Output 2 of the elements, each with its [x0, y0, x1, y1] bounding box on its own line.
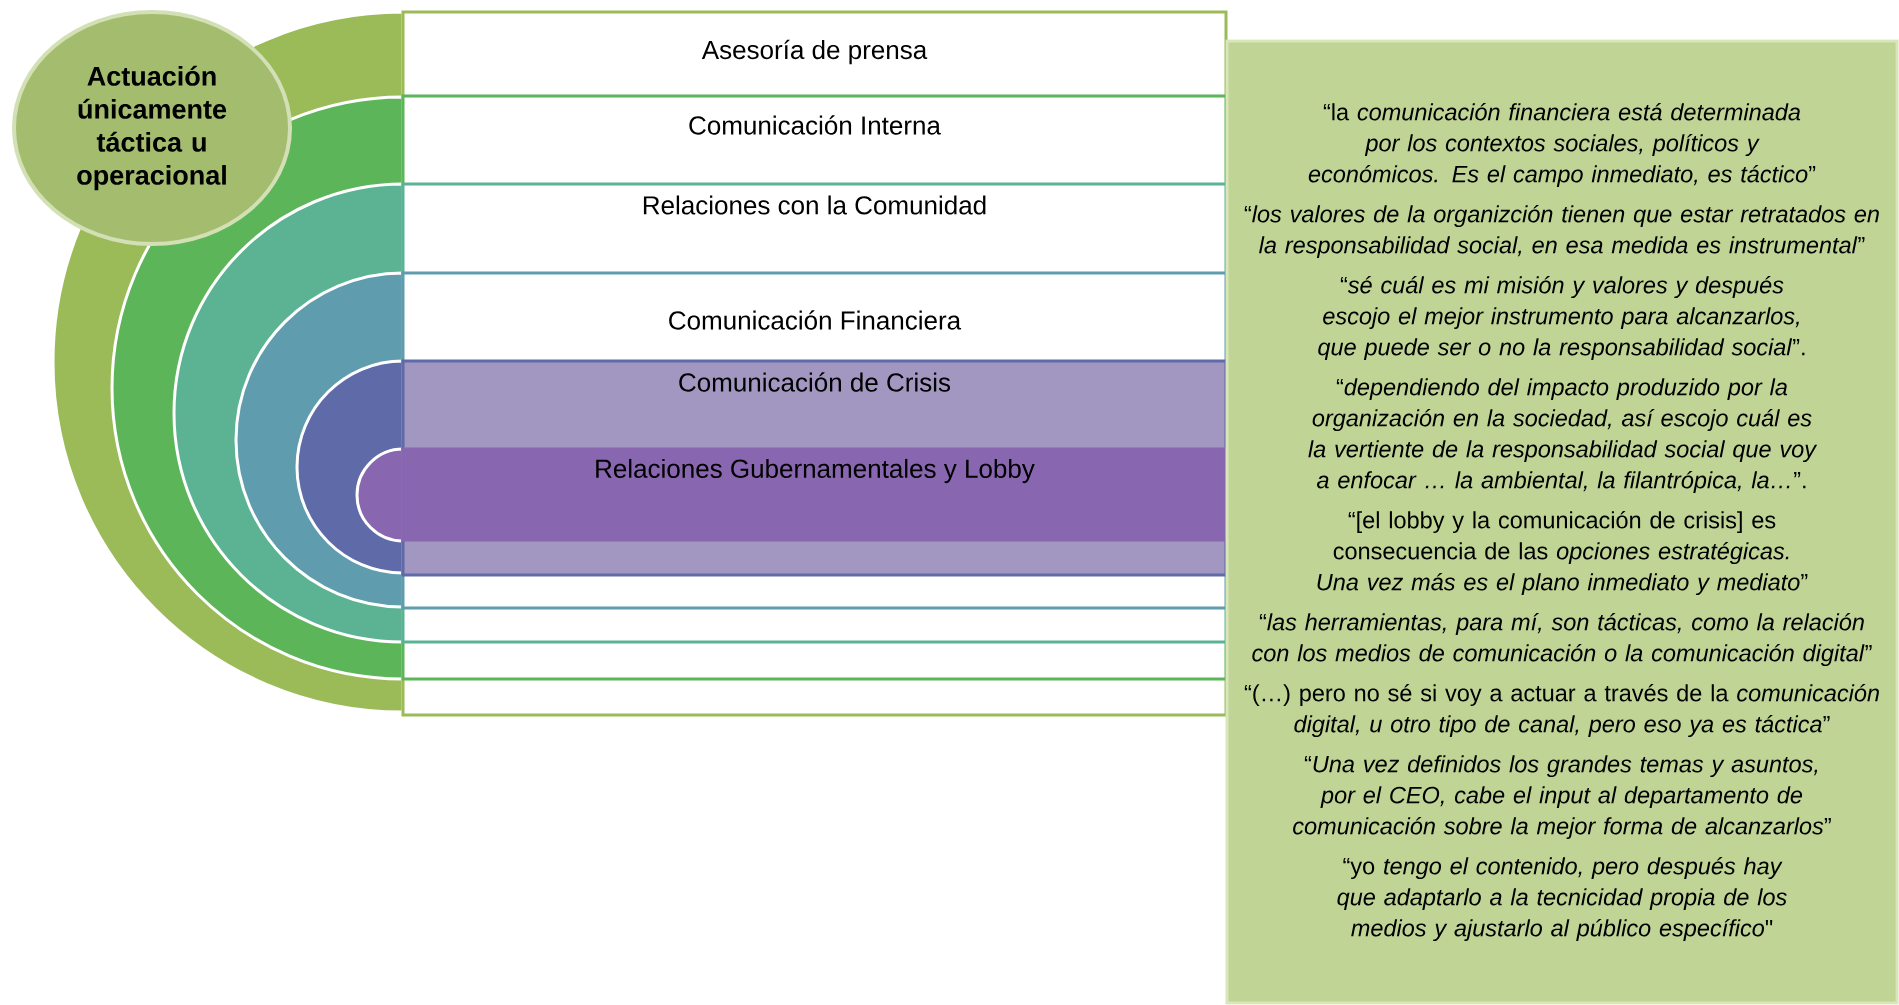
oval-badge: Actuación únicamente táctica u operacional	[12, 10, 292, 246]
quote-panel: “la comunicación financiera está determinada por los contextos sociales, políticos y económicos. Es el campo inmediato, es táctico” “los valores de la organizción tienen que estar retratados en la responsabilidad social, en esa medida es instrumental” “sé cuál es mi misión y valores y después escojo el mejor instrumento para alcanzarlos, que puede ser o no la responsabilidad social”. “dependiendo del impacto produzido por la organización en la sociedad, así escojo cuál es la vertiente de la responsabilidad social que voy a enfocar … la ambiental, la filantrópica, la…”. “[el lobby y la comunicación de crisis] es consecuencia de las opciones estratégicas. Una vez más es el plano inmediato y mediato” “las herramientas, para mí, son tácticas, como la relación con los medios de comunicación o la comunicación digital” “(…) pero no sé si voy a actuar a través de la comunicación digital, u otro tipo de canal, pero eso ya es táctica” “Una vez definidos los grandes temas y asuntos, por el CEO, cabe el input al departamento de comunicación sobre la mejor forma de alcanzarlos” “yo tengo el contenido, pero después hay que adaptarlo a la tecnicidad propia de los medios y ajustarlo al público específico"	[1225, 39, 1899, 1005]
